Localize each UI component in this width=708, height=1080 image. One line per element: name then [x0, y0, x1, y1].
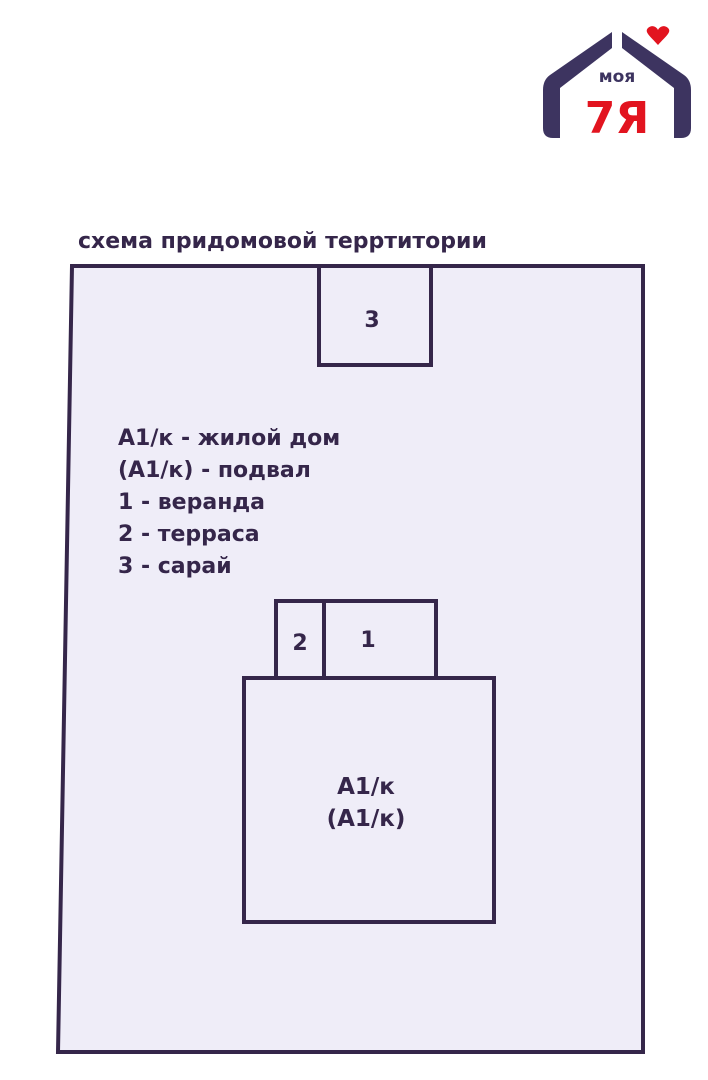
veranda-outline: [322, 599, 438, 680]
terrace-label: 2: [292, 631, 307, 656]
legend-item: (А1/к) - подвал: [118, 458, 311, 483]
logo-text-top: моя: [599, 67, 636, 87]
diagram-title: схема придомовой терртитории: [78, 229, 487, 254]
house-outline: [242, 676, 496, 924]
heart-icon: [646, 26, 670, 45]
shed-label: 3: [364, 308, 379, 333]
legend-item: А1/к - жилой дом: [118, 426, 340, 451]
legend-item: 1 - веранда: [118, 490, 265, 515]
house-label: А1/к: [337, 774, 395, 800]
logo: моя 7Я: [543, 26, 691, 144]
legend: А1/к - жилой дом (А1/к) - подвал 1 - вер…: [118, 426, 340, 579]
legend-item: 2 - терраса: [118, 522, 260, 547]
logo-text-bottom: 7Я: [585, 93, 650, 144]
veranda-label: 1: [360, 628, 375, 653]
legend-item: 3 - сарай: [118, 554, 232, 579]
shed-outline: [317, 264, 433, 367]
basement-label: (А1/к): [327, 806, 406, 832]
